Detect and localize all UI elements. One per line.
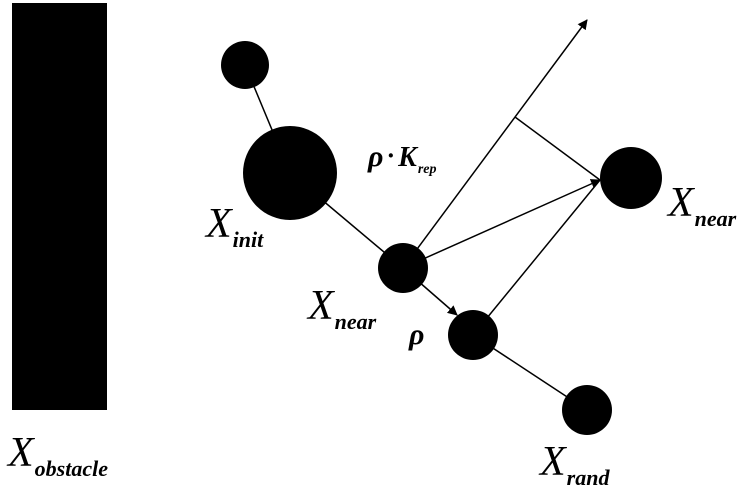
projection-line bbox=[514, 116, 601, 181]
rho-k-dot: · bbox=[386, 141, 396, 170]
x-obstacle-main: X bbox=[8, 430, 34, 476]
x-near-node-left bbox=[378, 243, 428, 293]
parallelogram-side-from-new bbox=[472, 179, 601, 336]
rho-k-subscript: rep bbox=[417, 162, 437, 177]
x-near-left-main: X bbox=[308, 283, 334, 329]
x-init-label: Xinit bbox=[206, 201, 263, 251]
rho-label: ρ bbox=[409, 318, 425, 351]
x-init-node bbox=[243, 126, 337, 220]
rho-k-rho: ρ bbox=[368, 140, 384, 173]
x-near-left-label: Xnear bbox=[308, 283, 376, 333]
x-rand-subscript: rand bbox=[566, 465, 610, 490]
rho-k-k: K bbox=[398, 142, 417, 173]
x-rand-label: Xrand bbox=[540, 439, 609, 489]
x-near-right-main: X bbox=[668, 180, 694, 226]
x-rand-node bbox=[562, 385, 612, 435]
x-init-main: X bbox=[206, 201, 232, 247]
x-new-node bbox=[448, 310, 498, 360]
x-rand-main: X bbox=[540, 439, 566, 485]
resultant-arrow bbox=[402, 179, 601, 269]
tree-node-small bbox=[221, 41, 269, 89]
x-obstacle-subscript: obstacle bbox=[34, 456, 108, 481]
x-near-node-right bbox=[600, 147, 662, 209]
x-obstacle-label: Xobstacle bbox=[8, 430, 108, 480]
x-near-right-label: Xnear bbox=[668, 180, 736, 230]
rho-k-rep-label: ρ·Krep bbox=[368, 140, 437, 177]
x-init-subscript: init bbox=[232, 227, 264, 252]
obstacle-block bbox=[12, 3, 107, 410]
x-near-left-subscript: near bbox=[334, 309, 377, 334]
repulsive-force-arrow bbox=[402, 19, 588, 269]
x-near-right-subscript: near bbox=[694, 206, 737, 231]
